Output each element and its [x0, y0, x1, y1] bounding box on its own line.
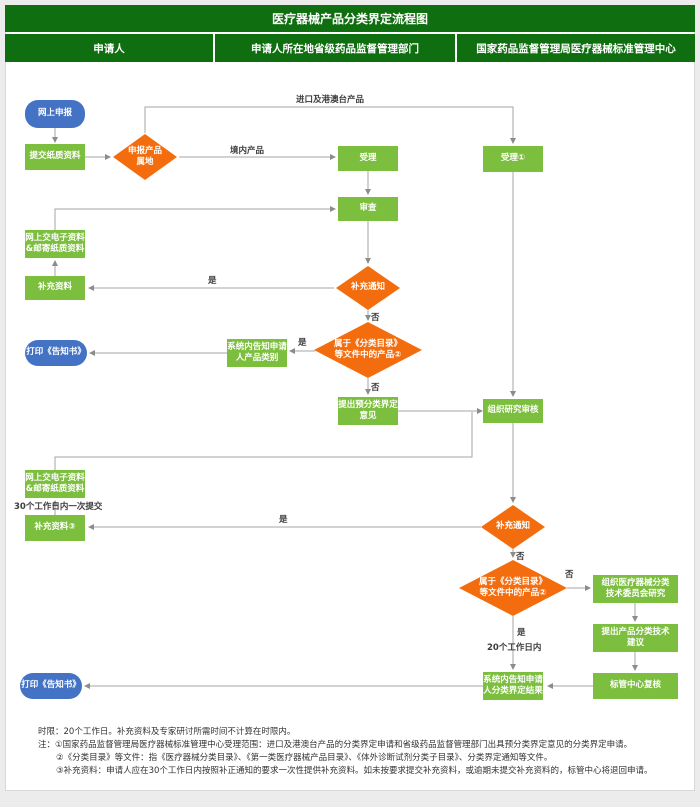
- edge-label-no-3: 否: [516, 552, 525, 562]
- edge-label-yes-4: 是: [517, 628, 526, 638]
- edge-label-within-20-days: 20个工作日内: [487, 643, 542, 653]
- node-review: 审查: [338, 197, 398, 221]
- footnote-1: 注：①国家药品监督管理局医疗器械标准管理中心受理范围：进口及港澳台产品的分类界定…: [38, 740, 633, 750]
- edge-label-no-2: 否: [371, 383, 380, 393]
- node-notify-classification-result: 系统内告知申请 人分类界定结果: [483, 672, 543, 700]
- node-print-notice-2: 打印《告知书》: [20, 673, 82, 699]
- node-online-apply: 网上申报: [25, 100, 85, 128]
- footnotes: 时限：20个工作日。补充资料及专家研讨所需时间不计算在时限内。 注：①国家药品监…: [38, 726, 693, 778]
- edge-label-no-4: 否: [565, 570, 574, 580]
- node-submit-electronic-materials-2: 网上交电子资料 &邮寄纸质资料: [25, 470, 85, 498]
- node-committee-research: 组织医疗器械分类 技术委员会研究: [593, 575, 678, 603]
- chart-title: 医疗器械产品分类界定流程图: [5, 5, 695, 32]
- column-header-provincial-authority: 申请人所在地省级药品监督管理部门: [215, 34, 455, 62]
- edge-label-yes-2: 是: [298, 338, 307, 348]
- node-center-recheck: 标管中心复核: [593, 673, 678, 699]
- node-accept-provincial: 受理: [338, 146, 398, 171]
- footnote-2: ②《分类目录》等文件：指《医疗器械分类目录》、《第一类医疗器械产品目录》、《体外…: [56, 753, 553, 763]
- node-print-notice-1: 打印《告知书》: [25, 340, 87, 366]
- node-supplement-materials-2: 补充资料③: [25, 515, 85, 541]
- node-pre-classification-opinion: 提出预分类界定 意见: [338, 397, 398, 425]
- edge-label-submit-within-30-days: 30个工作日内一次提交: [14, 502, 103, 512]
- edge-label-yes-1: 是: [208, 276, 217, 286]
- node-notify-product-category: 系统内告知申请 人产品类别: [227, 339, 287, 367]
- node-accept-center: 受理①: [483, 146, 543, 172]
- edge-label-yes-3: 是: [279, 515, 288, 525]
- node-tech-suggestion: 提出产品分类技术 建议: [593, 624, 678, 652]
- edge-label-import-products: 进口及港澳台产品: [296, 95, 365, 105]
- edge-label-domestic-products: 境内产品: [230, 146, 265, 156]
- node-submit-electronic-materials-1: 网上交电子资料 &邮寄纸质资料: [25, 230, 85, 258]
- column-header-national-center: 国家药品监督管理局医疗器械标准管理中心: [457, 34, 695, 62]
- footnote-3: ③补充资料：申请人应在30个工作日内按照补正通知的要求一次性提供补充资料。如未按…: [56, 766, 653, 776]
- node-supplement-materials-1: 补充资料: [25, 276, 85, 300]
- node-organize-research-review: 组织研究审核: [483, 399, 543, 423]
- edge-label-no-1: 否: [371, 313, 380, 323]
- node-submit-paper-materials: 提交纸质资料: [25, 144, 85, 170]
- footnote-time-limit: 时限：20个工作日。补充资料及专家研讨所需时间不计算在时限内。: [38, 727, 296, 737]
- column-header-applicant: 申请人: [5, 34, 213, 62]
